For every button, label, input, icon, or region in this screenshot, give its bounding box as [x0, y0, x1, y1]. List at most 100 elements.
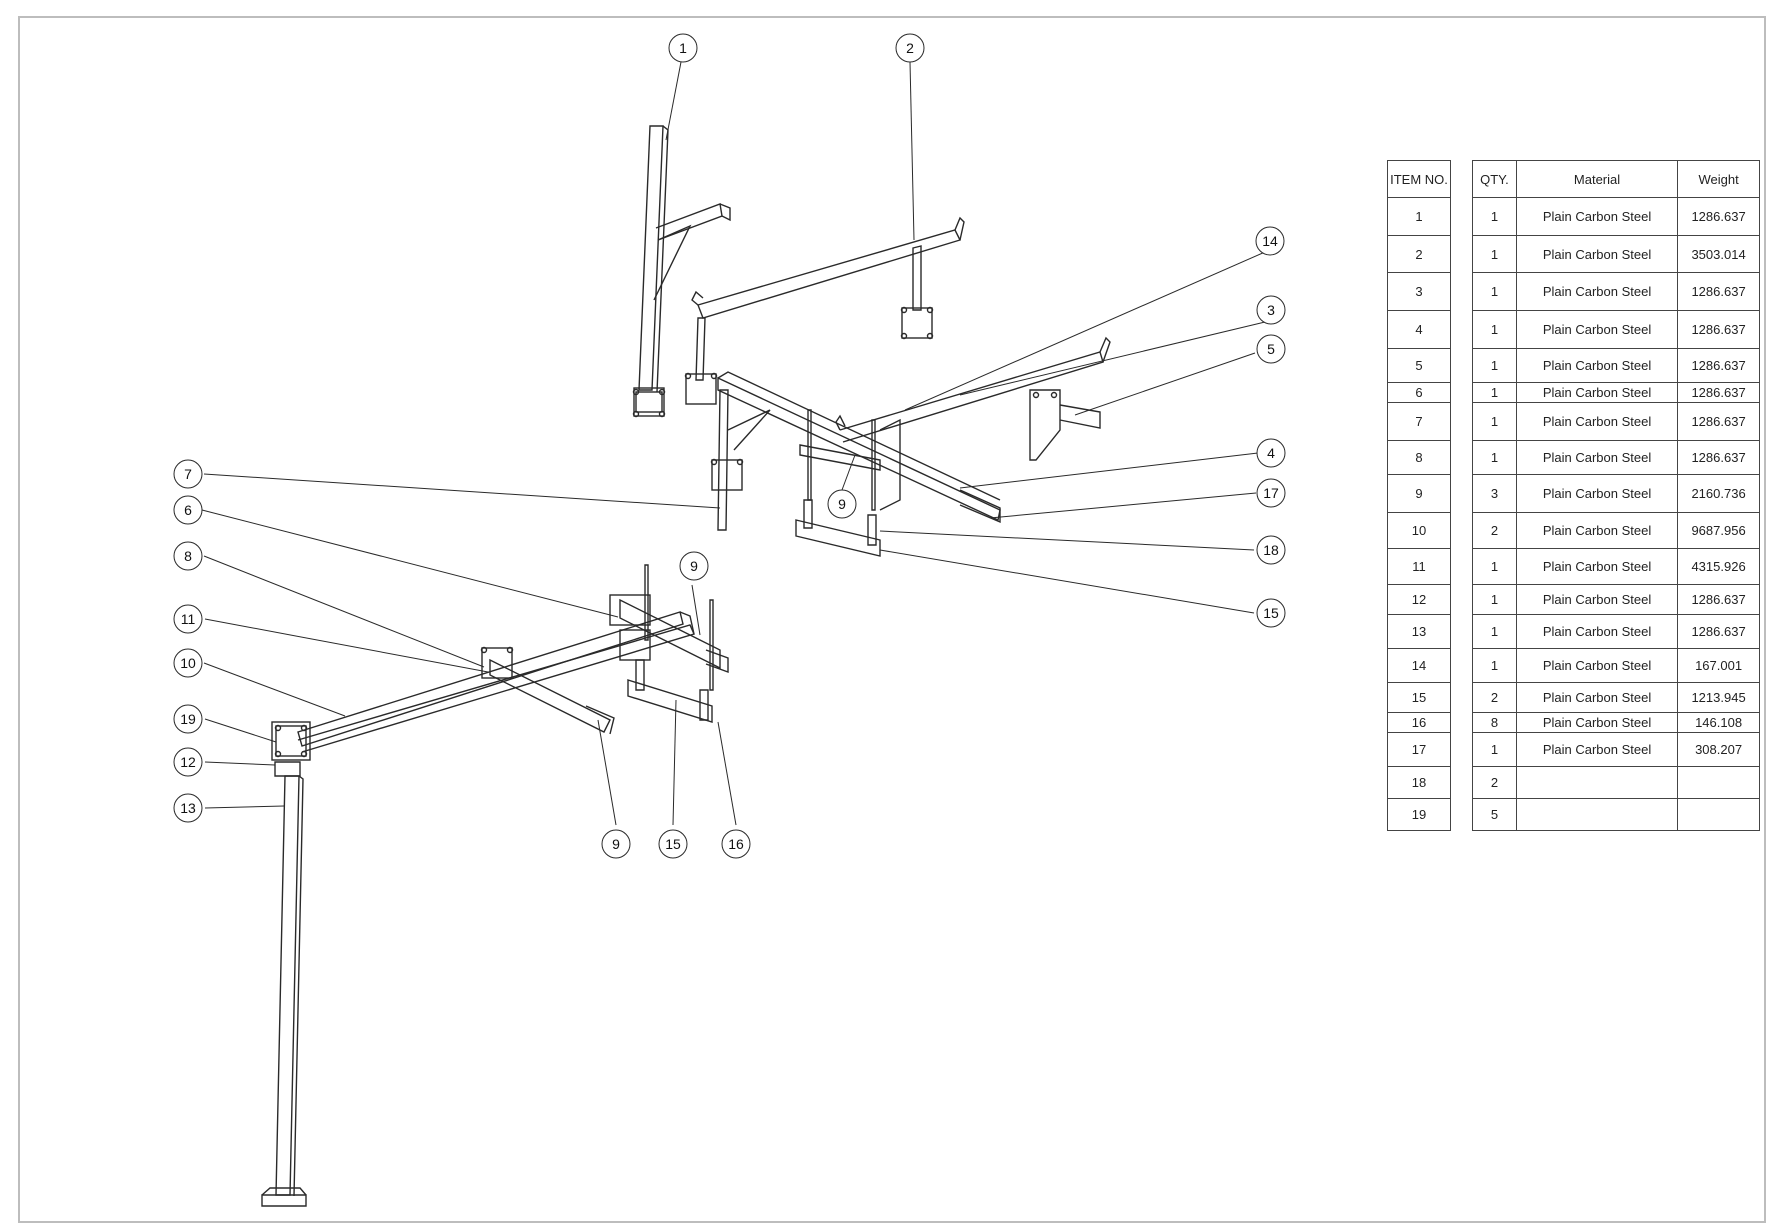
bom-row: 9 — [1387, 474, 1451, 513]
qty-cell: 1 — [1472, 614, 1517, 649]
balloon-label: 8 — [184, 548, 192, 564]
balloon-4: 4 — [1256, 438, 1286, 468]
bom-row: 5 — [1472, 798, 1760, 831]
bom-row: 16 — [1387, 712, 1451, 733]
bom-row: 18 — [1387, 766, 1451, 799]
qty-cell: 1 — [1472, 348, 1517, 383]
balloon-label: 3 — [1267, 302, 1275, 318]
weight-cell — [1677, 798, 1760, 831]
item-no-cell: 10 — [1387, 512, 1451, 549]
assembly-geometry — [261, 125, 1111, 1207]
material-cell: Plain Carbon Steel — [1515, 584, 1679, 615]
balloon-label: 12 — [180, 754, 196, 770]
balloon-label: 10 — [180, 655, 196, 671]
drawing-border — [18, 16, 1766, 1223]
material-cell: Plain Carbon Steel — [1515, 197, 1679, 236]
part-3-4-5-frame — [710, 336, 1111, 531]
material-cell: Plain Carbon Steel — [1515, 440, 1679, 475]
balloon-13: 13 — [173, 793, 203, 823]
material-cell: Plain Carbon Steel — [1515, 732, 1679, 767]
item-no-cell: 1 — [1387, 197, 1451, 236]
material-cell — [1515, 766, 1679, 799]
weight-cell: 4315.926 — [1677, 548, 1760, 585]
item-no-cell: 9 — [1387, 474, 1451, 513]
balloon-7: 7 — [173, 459, 203, 489]
qty-cell: 1 — [1472, 648, 1517, 683]
balloon-17: 17 — [1256, 478, 1286, 508]
balloon-11: 11 — [173, 604, 203, 634]
item-balloons: 1 2 14 3 5 4 17 18 15 7 6 9 8 11 10 19 1… — [173, 33, 1286, 859]
balloon-label: 17 — [1263, 485, 1279, 501]
balloon-3: 3 — [1256, 295, 1286, 325]
qty-cell: 5 — [1472, 798, 1517, 831]
weight-cell — [1677, 766, 1760, 799]
part-9-15-18-hanger — [795, 409, 901, 557]
bom-row: 3 — [1387, 272, 1451, 311]
balloon-label: 16 — [728, 836, 744, 852]
balloon-18: 18 — [1256, 535, 1286, 565]
qty-cell: 1 — [1472, 440, 1517, 475]
balloon-8: 8 — [173, 541, 203, 571]
bom-row: 5 — [1387, 348, 1451, 383]
material-cell: Plain Carbon Steel — [1515, 648, 1679, 683]
balloon-6: 6 — [173, 495, 203, 525]
item-no-cell: 7 — [1387, 402, 1451, 441]
material-cell: Plain Carbon Steel — [1515, 382, 1679, 403]
balloon-9-middle: 9 — [827, 489, 857, 519]
qty-cell: 1 — [1472, 272, 1517, 311]
bom-row: 15 — [1387, 682, 1451, 713]
item-no-cell: 15 — [1387, 682, 1451, 713]
item-no-cell: 6 — [1387, 382, 1451, 403]
bom-row: 11 — [1387, 548, 1451, 585]
part-1-post — [632, 125, 731, 418]
balloon-12: 12 — [173, 747, 203, 777]
bom-row: 10 — [1387, 512, 1451, 549]
balloon-5: 5 — [1256, 334, 1286, 364]
bom-row: 19 — [1387, 798, 1451, 831]
weight-cell: 167.001 — [1677, 648, 1760, 683]
item-no-cell: 4 — [1387, 310, 1451, 349]
material-cell: Plain Carbon Steel — [1515, 235, 1679, 273]
qty-cell: 1 — [1472, 197, 1517, 236]
item-no-cell: 12 — [1387, 584, 1451, 615]
material-cell: Plain Carbon Steel — [1515, 402, 1679, 441]
balloon-label: 13 — [180, 800, 196, 816]
lower-assembly — [261, 564, 729, 1207]
weight-cell: 1286.637 — [1677, 348, 1760, 383]
item-no-cell: 18 — [1387, 766, 1451, 799]
qty-cell: 2 — [1472, 512, 1517, 549]
balloon-label: 9 — [612, 836, 620, 852]
material-cell — [1515, 798, 1679, 831]
weight-cell: 1286.637 — [1677, 614, 1760, 649]
balloon-label: 15 — [665, 836, 681, 852]
balloon-label: 18 — [1263, 542, 1279, 558]
weight-cell: 1213.945 — [1677, 682, 1760, 713]
bom-row: 6 — [1387, 382, 1451, 403]
item-no-cell: 3 — [1387, 272, 1451, 311]
bom-row: 14 — [1387, 648, 1451, 683]
qty-cell: 8 — [1472, 712, 1517, 733]
balloon-label: 7 — [184, 466, 192, 482]
weight-cell: 1286.637 — [1677, 440, 1760, 475]
bom-row: 13 — [1387, 614, 1451, 649]
qty-cell: 1 — [1472, 235, 1517, 273]
bom-row: 8 — [1387, 440, 1451, 475]
bom-row: 2 — [1472, 766, 1760, 799]
material-cell: Plain Carbon Steel — [1515, 548, 1679, 585]
balloon-9-lower: 9 — [601, 829, 631, 859]
balloon-label: 2 — [906, 40, 914, 56]
balloon-label: 15 — [1263, 605, 1279, 621]
